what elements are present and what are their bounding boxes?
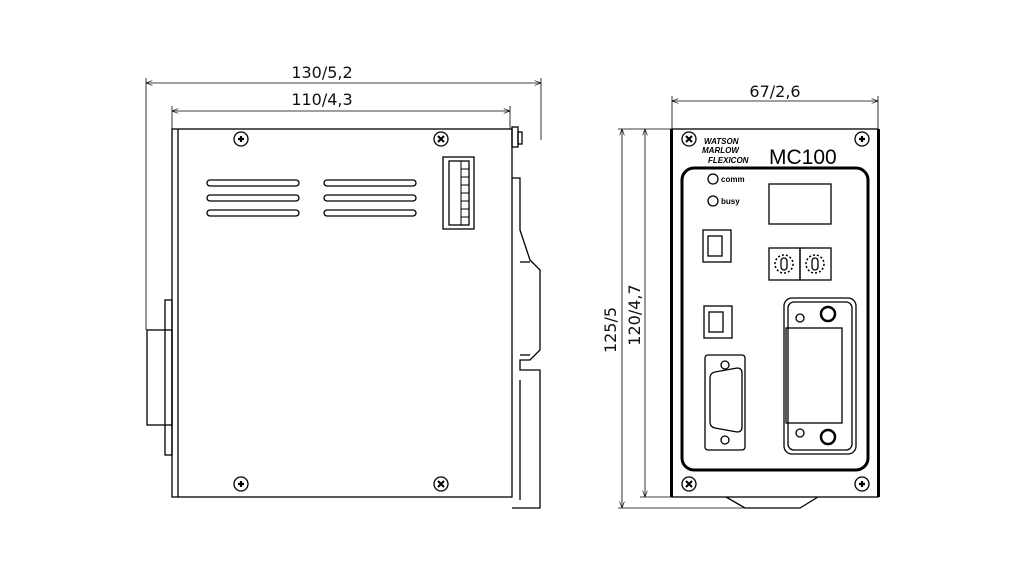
rotary-switch-icon <box>805 254 825 274</box>
dimension-label: 130/5,2 <box>291 63 352 82</box>
brand-line: FLEXICON <box>708 156 749 165</box>
rotary-switch-icon <box>774 254 794 274</box>
brand-line: MARLOW <box>702 146 740 155</box>
screw-icon <box>681 476 697 492</box>
screw-icon <box>433 476 449 492</box>
screw-icon <box>433 131 449 147</box>
dimension-label: 110/4,3 <box>291 90 352 109</box>
front-bezel <box>680 166 870 472</box>
rotary-switches <box>768 247 832 281</box>
brand-logo: WATSON MARLOW FLEXICON <box>702 137 749 165</box>
led-label: comm <box>721 175 745 184</box>
dimension-label: 125/5 <box>601 307 620 353</box>
display-window <box>768 183 832 225</box>
db9-connector <box>704 354 746 451</box>
dimension-130: 130/5,2 <box>145 63 542 330</box>
led-label: busy <box>721 197 740 206</box>
rear-connector <box>146 329 173 426</box>
screw-icon <box>681 131 697 147</box>
screw-icon <box>853 130 871 148</box>
led-comm-icon <box>707 173 719 185</box>
screw-icon <box>232 130 250 148</box>
screw-icon <box>853 475 871 493</box>
screw-icon <box>232 475 250 493</box>
dimension-110: 110/4,3 <box>171 90 511 129</box>
connector-lower <box>703 305 733 339</box>
dip-switch <box>442 156 475 230</box>
model-name: MC100 <box>769 146 837 169</box>
brand-line: WATSON <box>704 137 739 146</box>
dimension-label: 67/2,6 <box>749 82 800 101</box>
side-view: 130/5,2 110/4,3 <box>145 63 542 509</box>
dimension-label: 120/4,7 <box>625 284 644 345</box>
dimension-125: 125/5 <box>601 128 745 509</box>
dimension-67: 67/2,6 <box>671 82 879 129</box>
vent-slots <box>206 179 417 217</box>
fieldbus-module <box>783 297 857 455</box>
din-rail-clip <box>511 126 541 509</box>
dimension-120: 120/4,7 <box>625 129 672 498</box>
connector-upper <box>702 229 732 263</box>
front-view: 67/2,6 125/5 120/4,7 WATSON MARLOW FLEXI… <box>601 82 880 509</box>
led-busy-icon <box>707 195 719 207</box>
